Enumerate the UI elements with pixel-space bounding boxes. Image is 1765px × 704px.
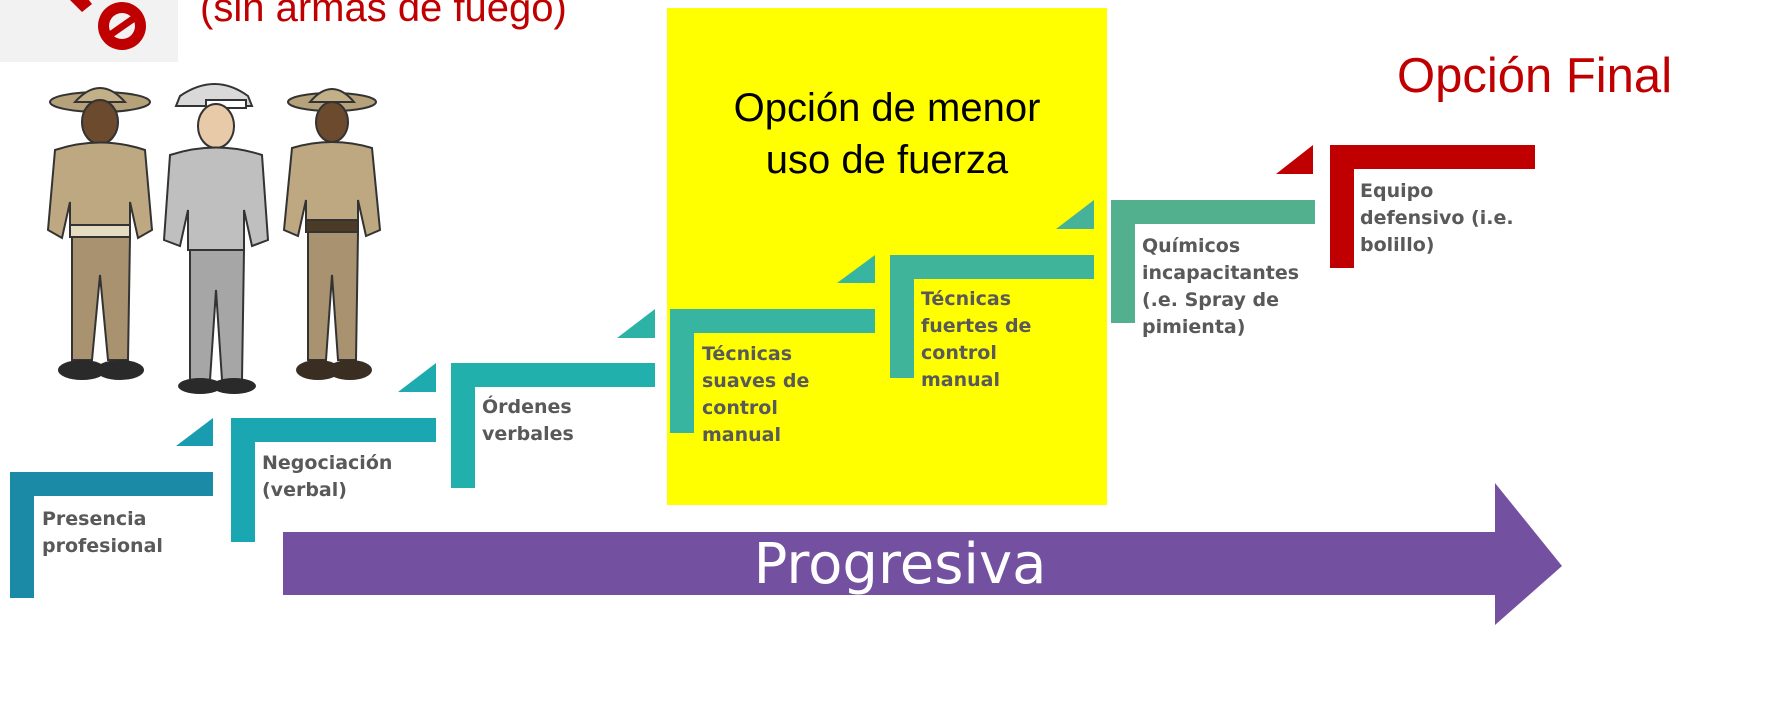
logo: [0, 0, 178, 62]
step-4-line: suaves de: [702, 370, 810, 392]
step-6-label: Químicos incapacitantes (.e. Spray de pi…: [1142, 233, 1299, 341]
step-5-label: Técnicas fuertes de control manual: [921, 286, 1031, 394]
step-2-line: Negociación: [262, 452, 393, 474]
step-6-shape: [1056, 200, 1315, 323]
step-3-line: verbales: [482, 423, 574, 445]
least-force-title-line1: Opción de menor: [733, 86, 1041, 130]
step-7-shape: [1276, 145, 1535, 268]
no-weapons-logo-icon: [70, 0, 146, 50]
step-3-line: Órdenes: [482, 396, 572, 418]
step-6-line: pimienta): [1142, 316, 1246, 338]
guard-left: [46, 87, 154, 380]
step-7-label: Equipo defensivo (i.e. bolillo): [1360, 178, 1514, 259]
step-4-line: Técnicas: [702, 343, 793, 365]
step-6-line: (.e. Spray de: [1142, 289, 1279, 311]
least-force-title-line2: uso de fuerza: [765, 138, 1009, 182]
progress-arrow-shape: [283, 483, 1562, 625]
step-5-shape: [837, 255, 1094, 378]
step-4-label: Técnicas suaves de control manual: [702, 341, 809, 449]
step-5-line: Técnicas: [921, 288, 1012, 310]
step-1-label: Presencia profesional: [42, 506, 163, 560]
step-5-line: fuertes de: [921, 315, 1032, 337]
guard-right: [282, 88, 382, 380]
step-7-line: defensivo (i.e.: [1360, 207, 1514, 229]
step-6-line: incapacitantes: [1142, 262, 1300, 284]
step-1-line: profesional: [42, 535, 163, 557]
guard-middle: [162, 83, 270, 394]
step-2-label: Negociación (verbal): [262, 450, 392, 504]
step-4-line: manual: [702, 424, 782, 446]
step-1-shape: [10, 472, 213, 598]
final-option-title: Opción Final: [1397, 49, 1673, 103]
step-7-line: bolillo): [1360, 234, 1435, 256]
step-1-line: Presencia: [42, 508, 147, 530]
step-7-line: Equipo: [1360, 180, 1434, 202]
step-3-shape: [398, 363, 655, 488]
step-4-line: control: [702, 397, 778, 419]
step-5-line: manual: [921, 369, 1001, 391]
subtitle: (sin armas de fuego): [200, 0, 567, 30]
step-3-label: Órdenes verbales: [482, 394, 574, 448]
progress-arrow-label: Progresiva: [753, 532, 1047, 597]
step-2-shape: [176, 418, 436, 542]
step-4-shape: [617, 309, 875, 433]
step-5-line: control: [921, 342, 997, 364]
least-force-title: Opción de menor uso de fuerza: [667, 82, 1107, 186]
step-2-line: (verbal): [262, 479, 347, 501]
step-6-line: Químicos: [1142, 235, 1241, 257]
security-guards-illustration: [46, 83, 382, 394]
